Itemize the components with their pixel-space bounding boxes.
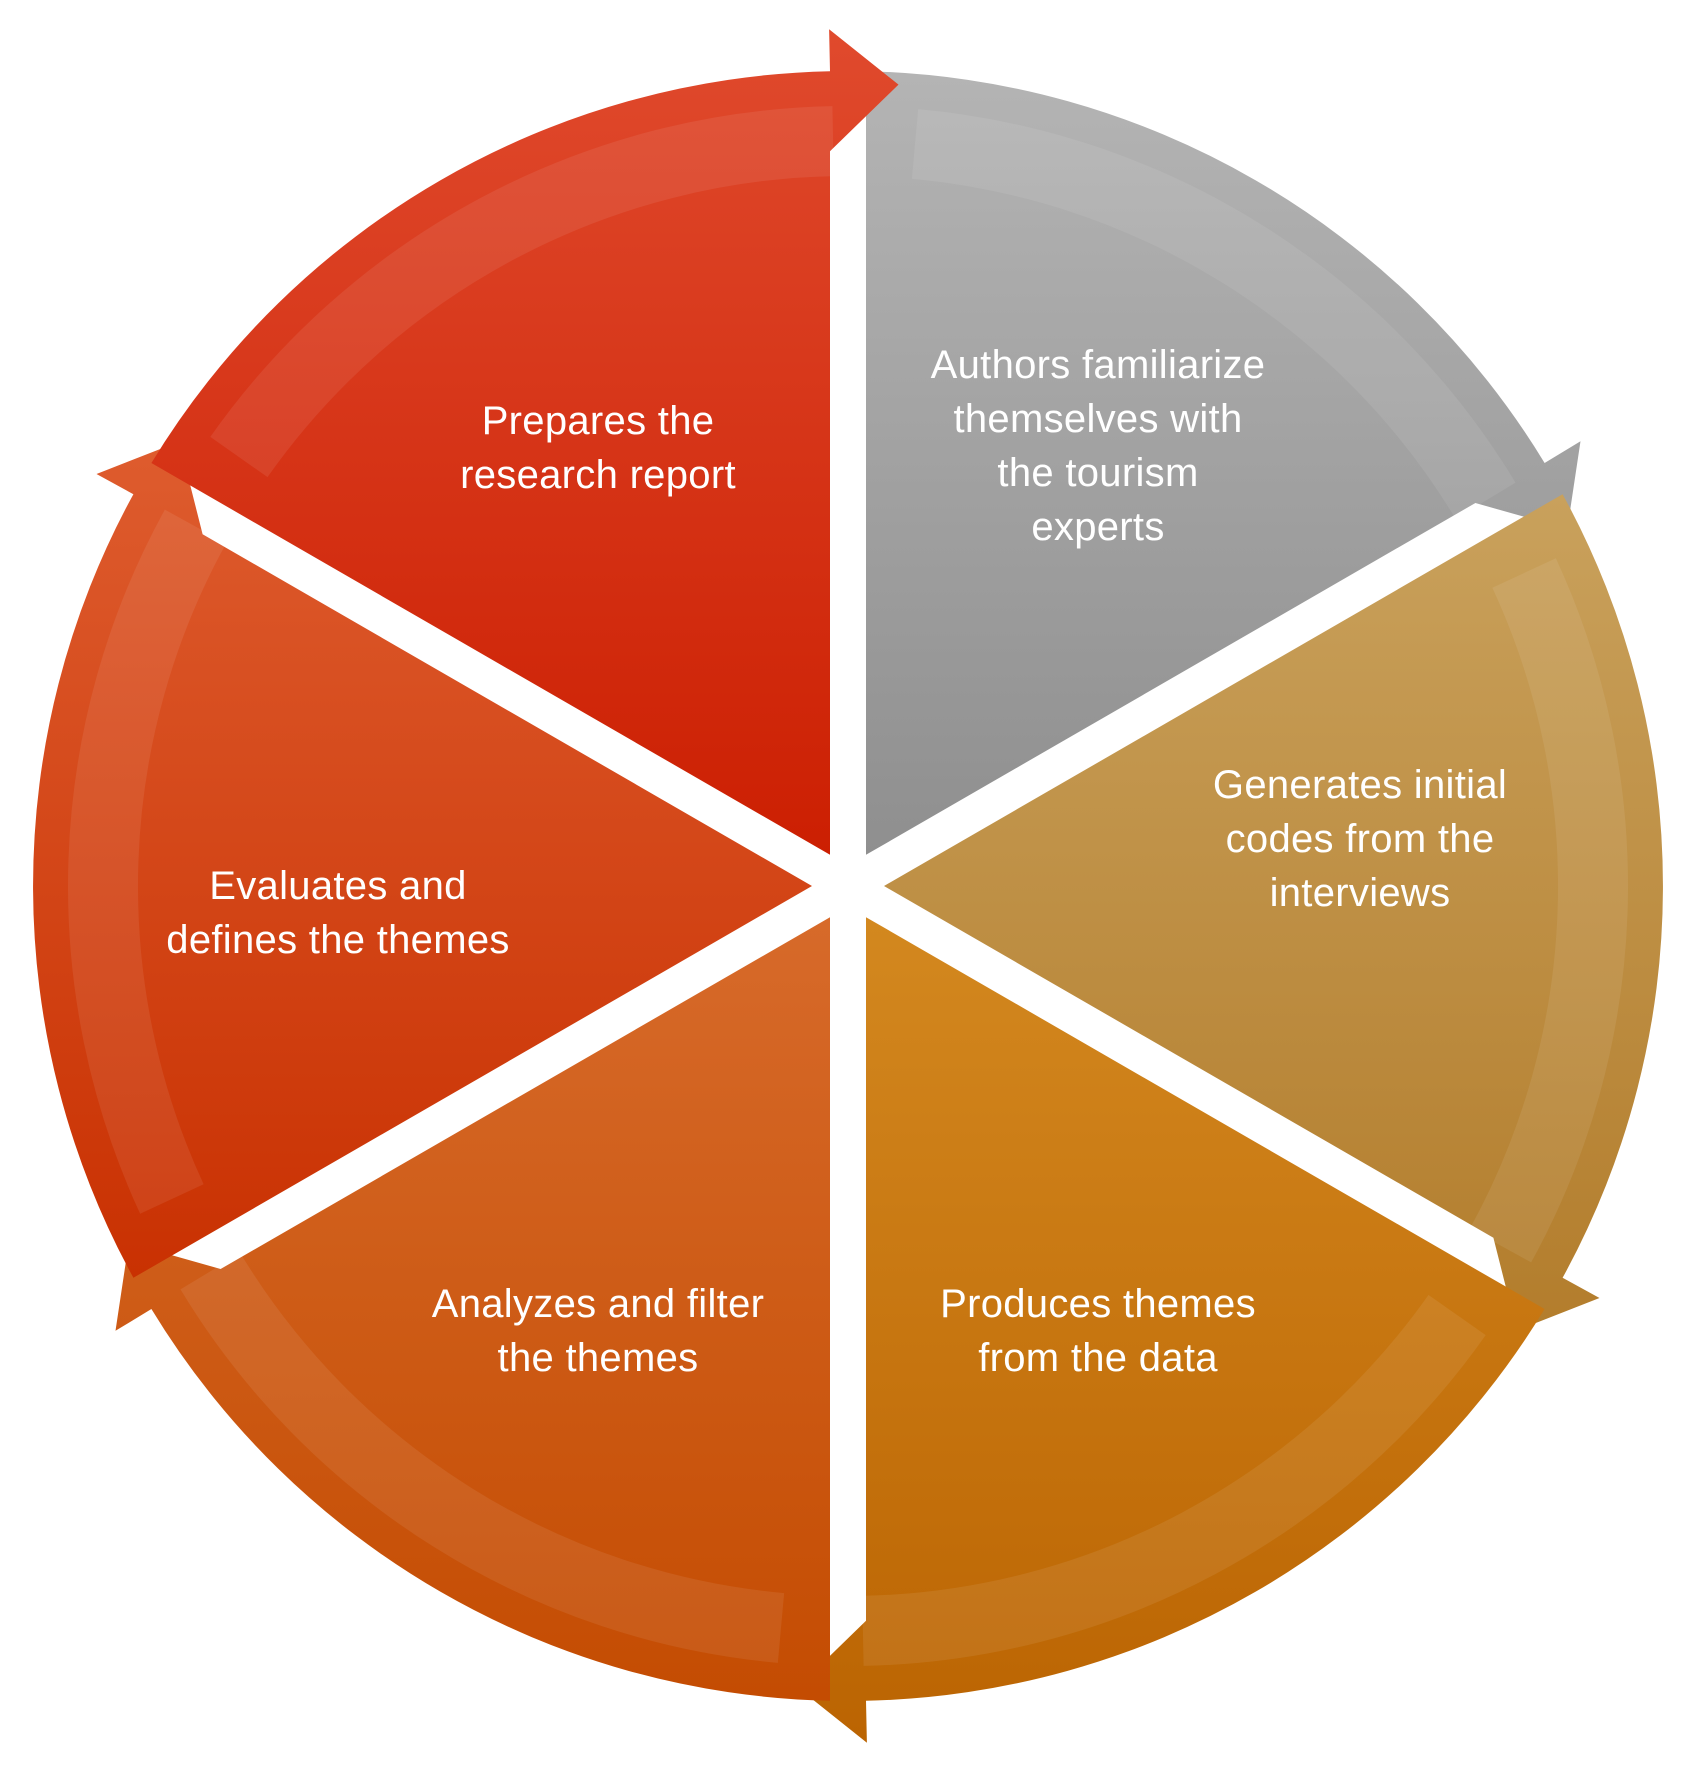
segment-arrow-band-analyze-themes bbox=[180, 1253, 785, 1663]
segment-arrow-band-initial-codes bbox=[1469, 558, 1628, 1263]
segment-label-produce-themes: Produces themes from the data bbox=[940, 1282, 1256, 1380]
segment-label-line: research report bbox=[460, 453, 736, 497]
segment-label-evaluate-themes: Evaluates and defines the themes bbox=[166, 864, 509, 962]
segment-prepare-report bbox=[151, 29, 899, 855]
segment-label-analyze-themes: Analyzes and filter the themes bbox=[432, 1282, 765, 1380]
segment-label-line: Generates initial bbox=[1213, 763, 1507, 807]
segment-label-prepare-report: Prepares the research report bbox=[460, 399, 736, 497]
segment-produce-themes bbox=[797, 917, 1545, 1743]
segment-label-line: themselves with bbox=[953, 397, 1242, 441]
segment-label-line: Analyzes and filter bbox=[432, 1282, 765, 1326]
segment-label-line: the themes bbox=[498, 1336, 699, 1380]
segment-arrow-band-evaluate-themes bbox=[68, 509, 227, 1214]
segment-label-line: codes from the bbox=[1226, 817, 1495, 861]
segment-analyze-themes bbox=[115, 917, 830, 1701]
segment-label-line: defines the themes bbox=[166, 918, 509, 962]
segment-arrow-band-produce-themes bbox=[862, 1294, 1486, 1666]
segment-label-line: Produces themes bbox=[940, 1282, 1256, 1326]
segment-label-line: Evaluates and bbox=[209, 864, 466, 908]
segment-label-line: Prepares the bbox=[482, 399, 715, 443]
segment-initial-codes bbox=[884, 494, 1663, 1331]
segment-label-line: interviews bbox=[1270, 871, 1451, 915]
segment-familiarize bbox=[866, 71, 1581, 855]
segment-label-line: experts bbox=[1031, 505, 1164, 549]
segment-label-line: the tourism bbox=[997, 451, 1198, 495]
segment-label-line: Authors familiarize bbox=[931, 343, 1266, 387]
segment-arrow-band-familiarize bbox=[911, 109, 1516, 519]
segment-label-initial-codes: Generates initial codes from the interview… bbox=[1213, 763, 1507, 915]
segment-evaluate-themes bbox=[33, 441, 812, 1278]
segment-label-familiarize: Authors familiarize themselves with the to… bbox=[931, 343, 1266, 549]
segment-label-line: from the data bbox=[978, 1336, 1218, 1380]
segment-arrow-band-prepare-report bbox=[210, 106, 834, 478]
